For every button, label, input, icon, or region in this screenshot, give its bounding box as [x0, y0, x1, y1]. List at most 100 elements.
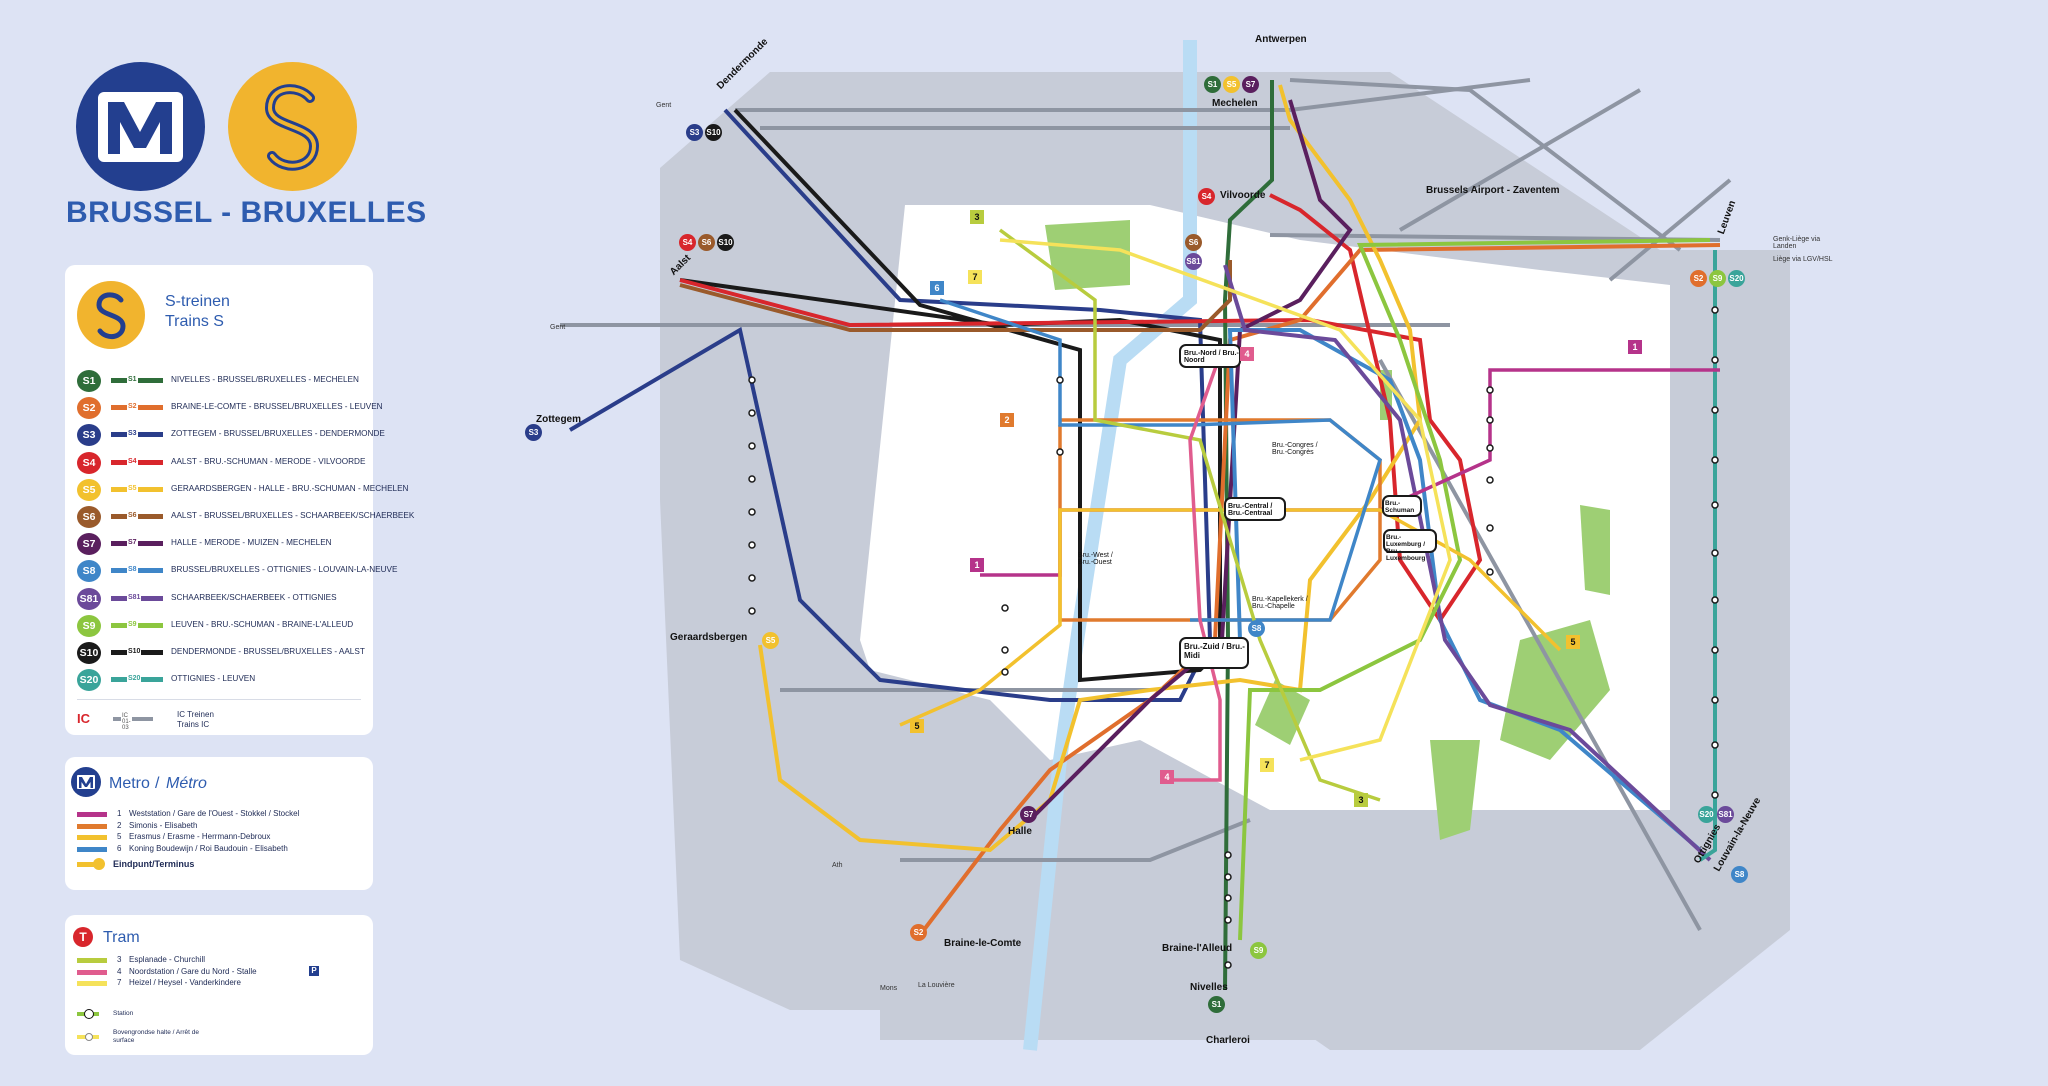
tram-line-number: 4: [117, 966, 122, 976]
map-badge-metro-6: 6: [930, 281, 944, 295]
map-s-badge-s5: S5: [762, 632, 779, 649]
s-line-route: NIVELLES - BRUSSEL/BRUXELLES - MECHELEN: [171, 375, 359, 384]
s-line-tag: S3: [127, 429, 138, 440]
label-nivelles: Nivelles: [1190, 982, 1228, 993]
map-s-badge-s20: S20: [1698, 806, 1715, 823]
map-badge-metro-1-west: 1: [970, 558, 984, 572]
label-dendermonde: Dendermonde: [715, 36, 771, 92]
metro-line-label: Erasmus / Erasme - Herrmann-Debroux: [129, 832, 271, 841]
s-line-tag: S6: [127, 511, 138, 521]
s-line-badge: S10: [77, 642, 101, 664]
s-line-swatch: S6: [111, 511, 163, 521]
tram-line-label: Heizel / Heysel - Vanderkindere: [129, 978, 241, 987]
map-s-badge-s6: S6: [698, 234, 715, 251]
s-train-legend-logo: [77, 281, 145, 349]
park: [1580, 505, 1610, 595]
surface-marker-icon: [85, 1033, 93, 1041]
metro-line-number: 1: [117, 809, 122, 818]
map-s-badge-s10: S10: [705, 124, 722, 141]
map-badge-tram-3-churchill: 3: [1354, 793, 1368, 807]
tram-line-number: 3: [117, 955, 122, 964]
label-leuven: Leuven: [1716, 199, 1739, 236]
label-charleroi: Charleroi: [1206, 1035, 1250, 1046]
label-antwerpen: Antwerpen: [1255, 34, 1307, 45]
metro-logo: [76, 62, 205, 191]
ic-label-fr: Trains IC: [177, 720, 210, 729]
s-line-tag: S7: [127, 538, 138, 549]
metro-legend-title-sep: /: [155, 775, 160, 792]
label-vilvoorde: Vilvoorde: [1220, 190, 1266, 201]
ic-label-nl: IC Treinen: [177, 710, 214, 719]
metro-legend-title-nl: Metro: [109, 775, 150, 792]
s-line-swatch: S9: [111, 619, 163, 630]
s-line-swatch: S3: [111, 429, 163, 440]
park: [1500, 620, 1610, 760]
label-bru-chapelle: Bru.-Kapellekerk / Bru.-Chapelle: [1252, 596, 1308, 610]
map-badge-tram-7-vanderkindere: 7: [1260, 758, 1274, 772]
map-s-badge-s3: S3: [525, 424, 542, 441]
s-line-route: OTTIGNIES - LEUVEN: [171, 674, 256, 684]
s-train-icon: [96, 292, 126, 340]
map-s-badge-s81: S81: [1185, 253, 1202, 270]
label-bru-lux: Bru.-Luxemburg / Bru.-Luxembourg: [1386, 534, 1426, 562]
map-s-badge-s2: S2: [1690, 270, 1707, 287]
metro-line-number: 6: [117, 843, 122, 853]
s-line-route: BRAINE-LE-COMTE - BRUSSEL/BRUXELLES - LE…: [171, 402, 383, 412]
metro-line-number: 5: [117, 832, 122, 841]
map-badge-metro-2: 2: [1000, 413, 1014, 427]
parking-icon: P: [309, 965, 319, 976]
s-line-badge: S3: [77, 424, 101, 447]
s-line-route: HALLE - MERODE - MUIZEN - MECHELEN: [171, 538, 332, 548]
metro-line-label: Koning Boudewijn / Roi Baudouin - Elisab…: [129, 843, 288, 853]
s-line-badge: S1: [77, 370, 101, 392]
label-la-louviere: La Louvière: [918, 982, 955, 989]
tram-legend-title: Tram: [103, 929, 140, 946]
tram-line-label: Esplanade - Churchill: [129, 955, 206, 964]
label-gent-2: Gent: [550, 324, 566, 331]
label-braine-le-comte: Braine-le-Comte: [944, 938, 1022, 949]
s-line-tag: S2: [127, 402, 138, 413]
s-line-route: ZOTTEGEM - BRUSSEL/BRUXELLES - DENDERMON…: [171, 429, 385, 439]
map-badge-tram-4-stalle: 4: [1160, 770, 1174, 784]
s-legend-row: S1 S1 NIVELLES - BRUSSEL/BRUXELLES - MECHE…: [77, 370, 373, 392]
map-s-badge-s4: S4: [679, 234, 696, 251]
label-liege-hsl: Liège via LGV/HSL: [1773, 256, 1833, 263]
s-line-swatch: S4: [111, 456, 163, 467]
label-braine-lalleud: Braine-l'Alleud: [1162, 943, 1233, 954]
label-genk-liege: Genk-Liège via Landen: [1773, 236, 1821, 250]
region-zone-south: [880, 720, 1320, 1040]
terminus-label: Eindpunt/Terminus: [113, 859, 195, 869]
s-line-swatch: S10: [111, 647, 163, 657]
s-line-swatch: S1: [111, 375, 163, 385]
label-ath: Ath: [832, 862, 843, 869]
s-train-icon: [264, 84, 320, 171]
label-bru-west: Bru.-West / Bru.-Ouest: [1078, 552, 1113, 566]
map-badge-metro-1-stockel: 1: [1628, 340, 1642, 354]
s-line-tag: S9: [127, 619, 138, 630]
s-line-badge: S9: [77, 614, 101, 637]
s-line-badge: S5: [77, 478, 101, 501]
map-s-badge-s20: S20: [1728, 270, 1745, 287]
label-mechelen: Mechelen: [1212, 98, 1258, 109]
tram-line-number: 7: [117, 978, 122, 987]
metro-line-swatch: [77, 823, 107, 829]
map-badge-metro-5-erasme: 5: [910, 719, 924, 733]
metro-lines: [899, 298, 1720, 727]
station-legend-label: Station: [113, 1010, 134, 1017]
s-line-route: BRUSSEL/BRUXELLES - OTTIGNIES - LOUVAIN-…: [171, 565, 398, 575]
tram-t-icon: T: [73, 927, 93, 947]
s-line-route: AALST - BRU.-SCHUMAN - MERODE - VILVOORD…: [171, 456, 366, 466]
s-line-badge: S6: [77, 506, 101, 528]
tram-line-swatch: [77, 958, 107, 963]
map-s-badge-s8: S8: [1248, 620, 1265, 637]
metro-line-label: Weststation / Gare de l'Ouest - Stokkel …: [129, 809, 300, 818]
map-s-badge-s7: S7: [1020, 806, 1037, 823]
line-s20: [1698, 250, 1717, 862]
s-line-swatch: S7: [111, 538, 163, 549]
